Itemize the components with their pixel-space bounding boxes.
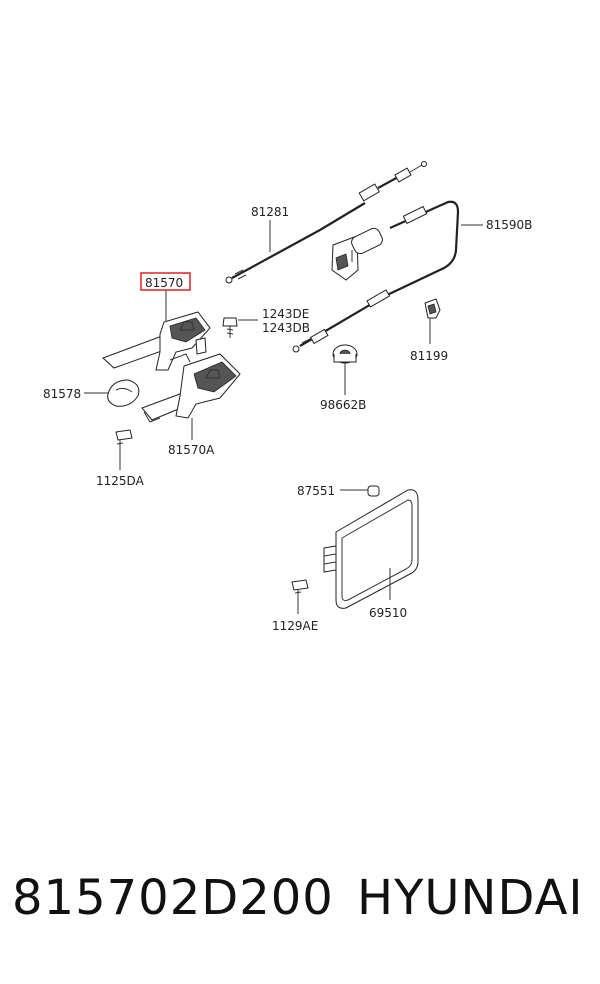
handle-81570A — [141, 353, 241, 423]
label-81199: 81199 — [410, 349, 448, 363]
highlight-box — [140, 272, 191, 291]
cable-81590B — [292, 200, 460, 353]
label-1243DB: 1243DB — [262, 321, 310, 335]
clip-81199 — [424, 298, 441, 319]
label-98662B: 98662B — [320, 398, 366, 412]
screw-1125DA — [115, 429, 133, 452]
part-number: 815702D200 — [12, 870, 334, 926]
leader-lines — [84, 220, 483, 614]
label-87551: 87551 — [297, 484, 335, 498]
label-81578: 81578 — [43, 387, 81, 401]
cable-81281 — [225, 161, 427, 284]
brand-name: HYUNDAI — [357, 870, 584, 926]
clamp-98662B — [332, 344, 358, 364]
label-1129AE: 1129AE — [272, 619, 318, 633]
handle-81570 — [102, 311, 211, 371]
cap-81578 — [107, 379, 140, 407]
bolt-1243DE — [222, 317, 238, 338]
label-81281: 81281 — [251, 205, 289, 219]
label-81590B: 81590B — [486, 218, 532, 232]
label-81570A: 81570A — [168, 443, 215, 457]
label-1125DA: 1125DA — [96, 474, 145, 488]
label-81570[interactable]: 81570 — [145, 276, 183, 290]
footer: 815702D200 HYUNDAI — [0, 870, 600, 950]
label-69510: 69510 — [369, 606, 407, 620]
cable-bracket — [331, 227, 383, 281]
screw-1129AE — [291, 579, 309, 600]
bumper-87551 — [367, 485, 380, 497]
fuel-door-69510 — [323, 489, 419, 609]
label-1243DE: 1243DE — [262, 307, 309, 321]
